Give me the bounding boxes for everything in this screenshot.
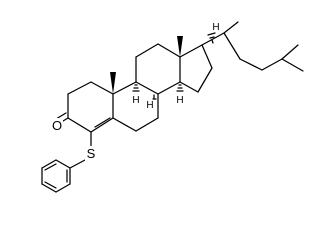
ring-c [135, 43, 181, 95]
ring-d [179, 44, 213, 93]
h-c9-label: H [132, 95, 139, 106]
c19-methyl-wedge [110, 72, 116, 94]
sulfur-label: S [87, 146, 96, 161]
stereo-hydrogen-bonds [132, 32, 216, 100]
ring-b [112, 81, 159, 132]
h-c20-label: H [212, 22, 219, 33]
structure-canvas: O S H H H H [41, 21, 304, 193]
h-c8-label: H [146, 100, 153, 111]
ring-a [67, 81, 114, 133]
side-chain [201, 21, 304, 72]
steroid-structure-diagram: O S H H H H [41, 21, 304, 193]
c18-methyl-wedge [177, 36, 183, 57]
h-c14-label: H [176, 95, 183, 106]
phenylthio-group [41, 131, 92, 193]
oxygen-label: O [52, 118, 62, 133]
